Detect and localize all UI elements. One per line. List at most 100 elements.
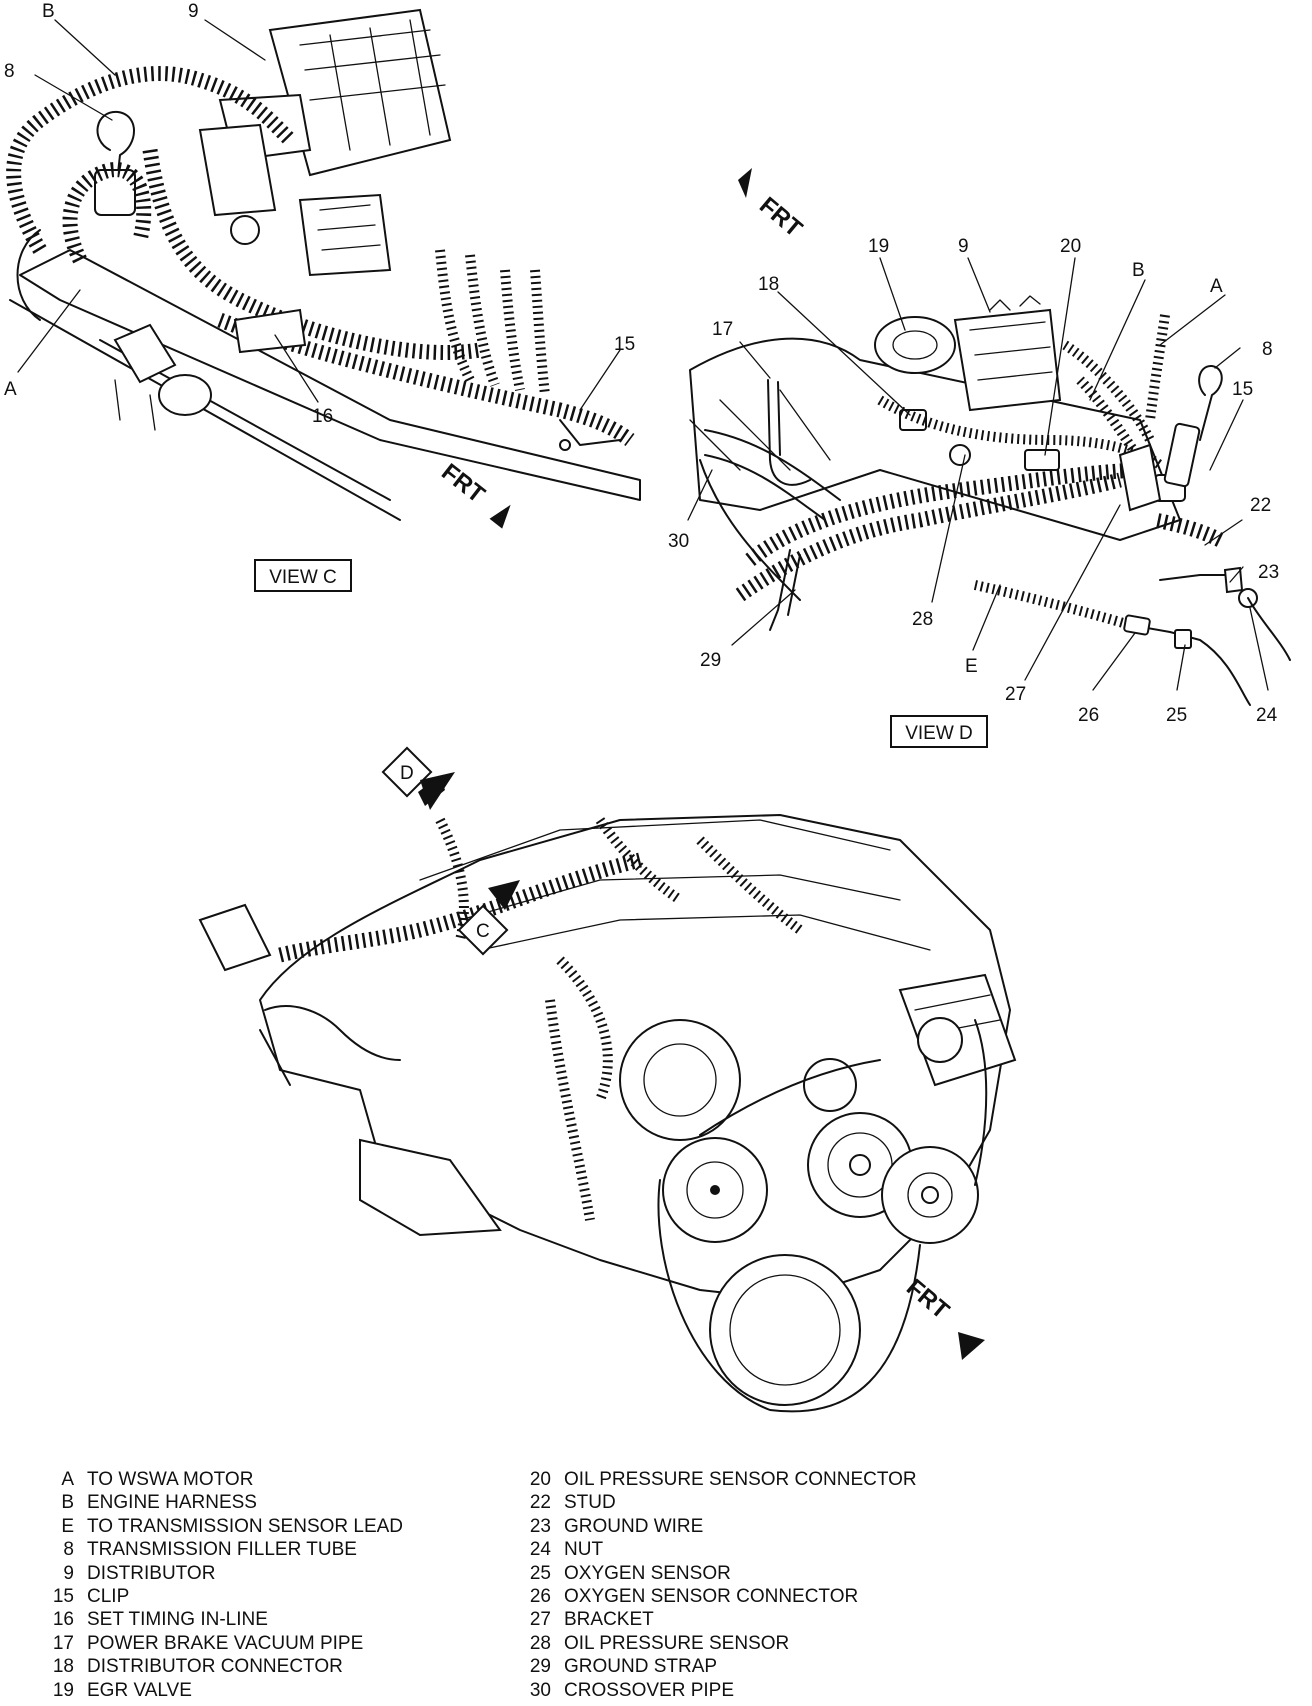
- callout-d-28: 28: [912, 609, 933, 630]
- view-d-callouts: 19 9 20 B A 18 17 8 15 22 23 30 28 29 E …: [668, 236, 1279, 726]
- legend-text: OIL PRESSURE SENSOR: [564, 1632, 790, 1654]
- legend-key: 8: [63, 1539, 74, 1561]
- view-c-marker: C: [457, 880, 520, 956]
- legend-row: 17 POWER BRAKE VACUUM PIPE: [40, 1632, 403, 1655]
- callout-d-19: 19: [868, 236, 889, 257]
- legend-text: ENGINE HARNESS: [87, 1492, 257, 1514]
- callout-d-22: 22: [1250, 495, 1271, 516]
- callout-d-9: 9: [958, 236, 969, 257]
- view-c-callouts: B 9 8 A 16 15: [4, 1, 635, 427]
- legend-key: 26: [529, 1586, 551, 1608]
- legend-text: CLIP: [87, 1586, 130, 1608]
- legend-text: SET TIMING IN-LINE: [87, 1609, 268, 1631]
- callout-d-30: 30: [668, 531, 689, 552]
- view-d-marker-letter: D: [400, 763, 414, 784]
- legend-text: CROSSOVER PIPE: [564, 1679, 734, 1701]
- legend-row: 30 CROSSOVER PIPE: [517, 1679, 917, 1702]
- legend-row: 26 OXYGEN SENSOR CONNECTOR: [517, 1585, 917, 1608]
- legend-row: 18 DISTRIBUTOR CONNECTOR: [40, 1655, 403, 1678]
- legend-row: 16 SET TIMING IN-LINE: [40, 1608, 403, 1631]
- legend-key: 15: [52, 1586, 74, 1608]
- frt-arrow-main: FRT: [901, 1274, 954, 1325]
- legend-key: 30: [529, 1679, 551, 1701]
- legend-key: 28: [529, 1632, 551, 1654]
- view-d-label-box: VIEW D: [890, 715, 988, 748]
- legend-text: OIL PRESSURE SENSOR CONNECTOR: [564, 1469, 917, 1490]
- damper-pulley: [709, 1254, 861, 1406]
- legend-text: GROUND STRAP: [564, 1656, 718, 1678]
- legend-row: 29 GROUND STRAP: [517, 1655, 917, 1678]
- view-d-label: VIEW D: [905, 723, 973, 744]
- frt-label-view-d: FRT: [754, 192, 807, 243]
- callout-d-26: 26: [1078, 705, 1099, 726]
- frt-arrow-view-d: FRT: [754, 192, 807, 243]
- callout-d-23: 23: [1258, 562, 1279, 583]
- frt-arrowhead-main: [958, 1332, 985, 1360]
- legend-row: 23 GROUND WIRE: [517, 1515, 917, 1538]
- legend-key: 9: [63, 1562, 74, 1584]
- callout-d-17: 17: [712, 319, 733, 340]
- callout-c-15: 15: [614, 334, 635, 355]
- callout-d-B: B: [1132, 260, 1145, 281]
- legend-key: 27: [529, 1609, 551, 1631]
- legend-text: DISTRIBUTOR CONNECTOR: [87, 1656, 343, 1678]
- legend-row: 27 BRACKET: [517, 1608, 917, 1631]
- legend-row: 24 NUT: [517, 1538, 917, 1561]
- legend-row: 15 CLIP: [40, 1585, 403, 1608]
- frt-arrowhead-view-d: [738, 168, 752, 198]
- legend-text: GROUND WIRE: [564, 1515, 704, 1537]
- callout-c-B: B: [42, 1, 55, 22]
- view-c-label: VIEW C: [269, 567, 337, 588]
- legend-key: 16: [52, 1609, 74, 1631]
- legend-row: 19 EGR VALVE: [40, 1679, 403, 1702]
- frt-label-main: FRT: [901, 1274, 954, 1325]
- legend-key: 19: [52, 1679, 74, 1701]
- engine-wiring-diagram: B 9 8 A 16 15 VIEW C FRT: [4, 1, 1291, 1413]
- view-c-label-box: VIEW C: [254, 559, 352, 592]
- callout-d-8: 8: [1262, 339, 1273, 360]
- callout-c-A: A: [4, 379, 17, 400]
- legend-text: BRACKET: [564, 1609, 654, 1631]
- legend-text: TO TRANSMISSION SENSOR LEAD: [87, 1515, 404, 1537]
- legend-row: E TO TRANSMISSION SENSOR LEAD: [40, 1515, 403, 1538]
- view-c-leaders: [17, 19, 621, 411]
- legend-text: OXYGEN SENSOR CONNECTOR: [564, 1586, 859, 1608]
- callout-c-16: 16: [312, 406, 333, 427]
- callout-d-25: 25: [1166, 705, 1187, 726]
- legend-key: 23: [529, 1515, 551, 1537]
- view-d-marker: D: [381, 746, 455, 810]
- legend-text: POWER BRAKE VACUUM PIPE: [87, 1632, 364, 1654]
- legend-text: NUT: [564, 1539, 604, 1561]
- view-c-illustration: [6, 8, 641, 521]
- callout-d-E: E: [965, 656, 978, 677]
- view-d-illustration: [689, 295, 1291, 706]
- frt-label-view-c: FRT: [436, 458, 490, 508]
- callout-d-18: 18: [758, 274, 779, 295]
- legend-text: EGR VALVE: [87, 1679, 192, 1701]
- legend-key: 18: [52, 1656, 74, 1678]
- view-c-marker-letter: C: [476, 921, 490, 942]
- callout-d-24: 24: [1256, 705, 1278, 726]
- legend-text: OXYGEN SENSOR: [564, 1562, 731, 1584]
- legend-key: 22: [529, 1492, 551, 1514]
- main-engine-illustration: [198, 814, 1017, 1413]
- legend-key: B: [61, 1492, 74, 1514]
- legend-key: 17: [52, 1632, 74, 1654]
- legend-text: TO WSWA MOTOR: [87, 1469, 254, 1490]
- legend-row: 28 OIL PRESSURE SENSOR: [517, 1632, 917, 1655]
- legend-key: E: [61, 1515, 74, 1537]
- callout-c-8: 8: [4, 61, 15, 82]
- callout-d-15: 15: [1232, 379, 1253, 400]
- legend-key: 29: [529, 1656, 551, 1678]
- callout-d-29: 29: [700, 650, 721, 671]
- callout-c-9: 9: [188, 1, 199, 22]
- legend-row: B ENGINE HARNESS: [40, 1491, 403, 1514]
- legend-key: 24: [529, 1539, 551, 1561]
